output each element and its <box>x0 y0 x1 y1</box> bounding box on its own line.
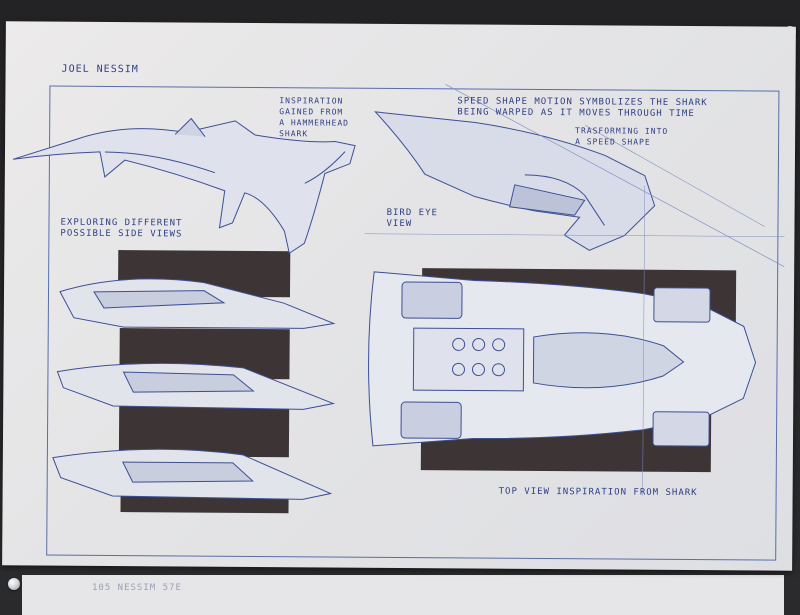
note-side-views: EXPLORING DIFFERENT POSSIBLE SIDE VIEWS <box>60 217 183 240</box>
sketch-drawings <box>12 84 785 500</box>
caption-top-view: TOP VIEW INSPIRATION FROM SHARK <box>498 486 698 499</box>
sketch-sheet: JOEL NESSIM INSPIRATION GAINED FROM A HA… <box>2 21 796 571</box>
author-signature: JOEL NESSIM <box>61 63 139 76</box>
side-view-sketches <box>52 278 336 500</box>
lower-sheet-text: 105 NESSIM 57E <box>92 583 182 593</box>
lower-sheet: 105 NESSIM 57E <box>22 575 784 615</box>
top-view-car-sketch <box>364 185 785 496</box>
note-transforming: TRASFORMING INTO A SPEED SHAPE <box>575 126 669 147</box>
speed-shape-sketch <box>374 84 785 267</box>
note-birds-eye: BIRD EYE VIEW <box>386 207 438 230</box>
pin-icon <box>8 578 20 590</box>
note-speed-shape: SPEED SHAPE MOTION SYMBOLIZES THE SHARK … <box>457 96 708 120</box>
hammerhead-shark-sketch <box>12 117 356 255</box>
note-hammerhead: INSPIRATION GAINED FROM A HAMMERHEAD SHA… <box>279 96 350 139</box>
